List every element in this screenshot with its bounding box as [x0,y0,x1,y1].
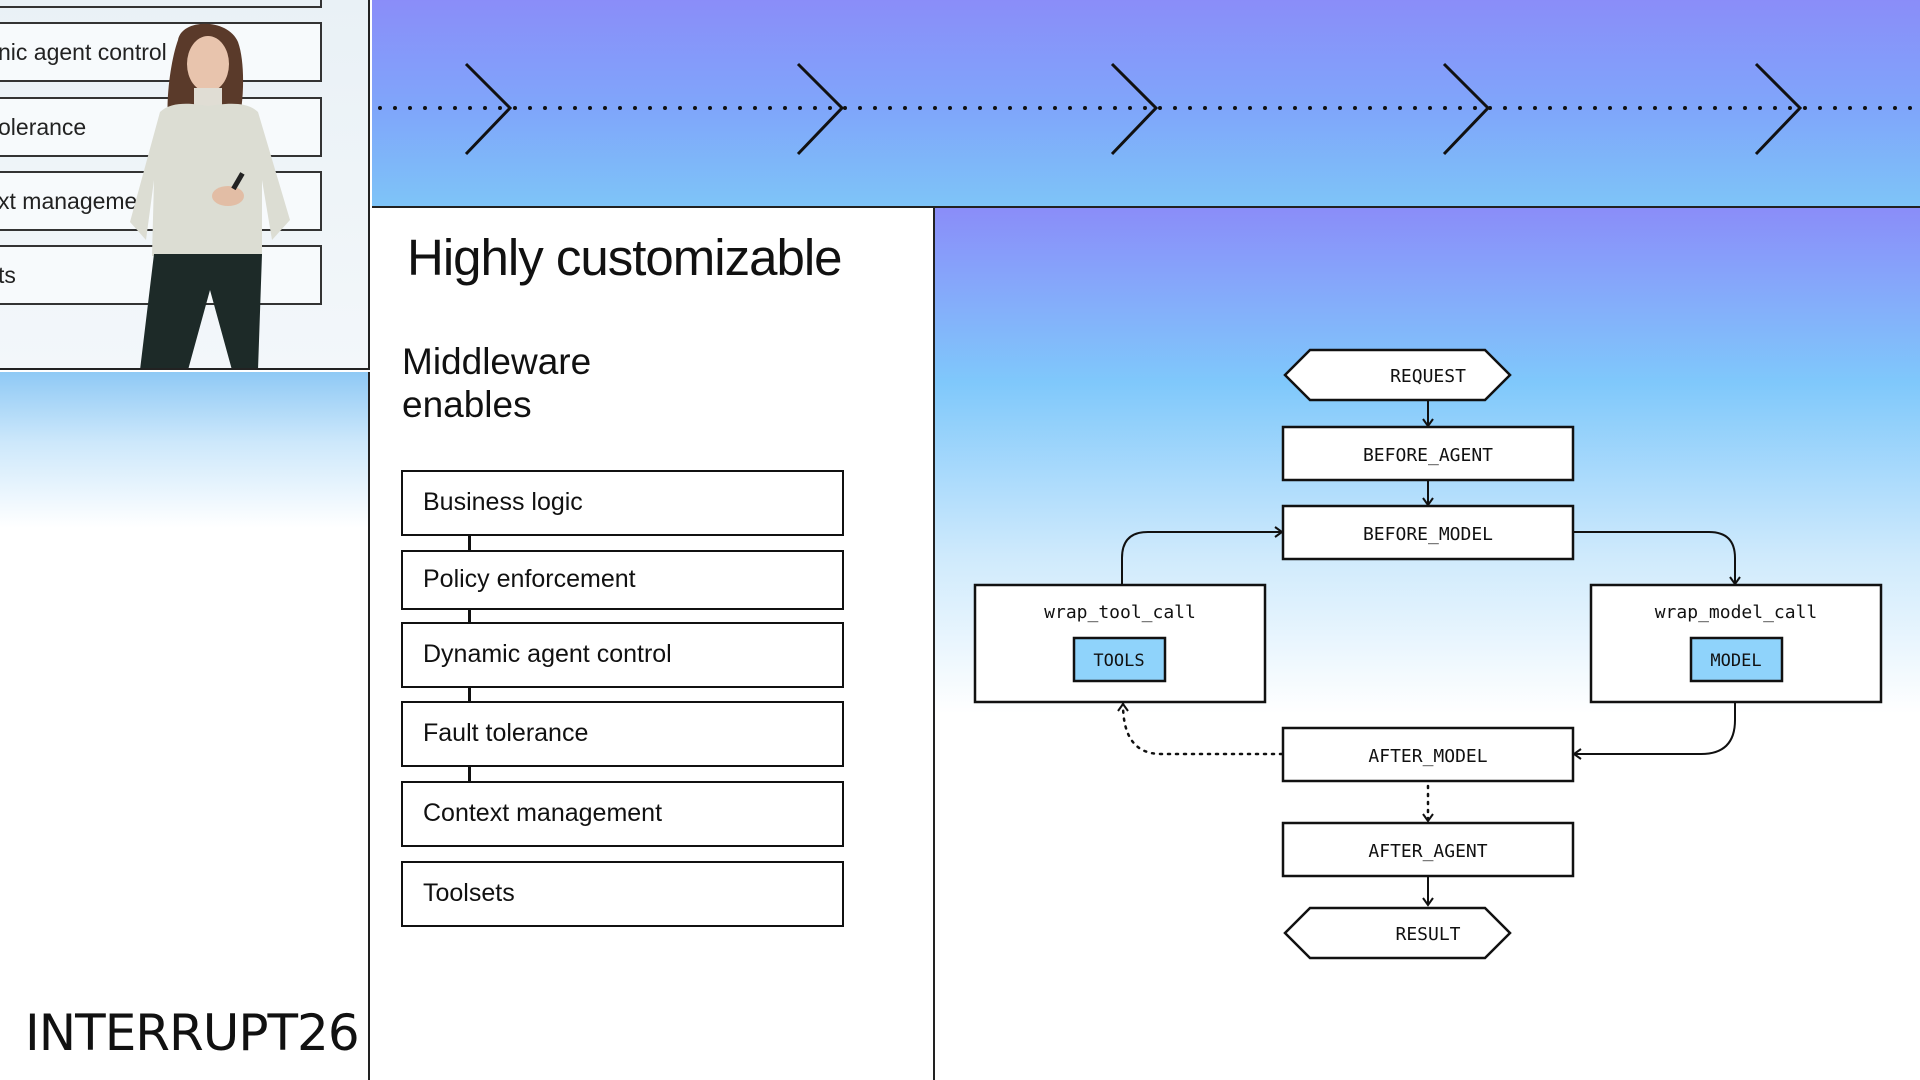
wrap-tool-call-label: wrap_tool_call [1044,602,1196,623]
conference-logo: INTERRUPT26 [25,1004,360,1062]
slide-title: Highly customizable [407,229,843,286]
before-model-label: BEFORE_MODEL [1363,524,1493,545]
model-badge [1689,636,1784,683]
progress-arrow-banner [372,0,1920,208]
chevron-right-icon [1754,62,1803,156]
tools-label: TOOLS [1093,651,1144,671]
wrap-model-call-label: wrap_model_call [1655,602,1818,623]
chevron-right-icon [1442,62,1491,156]
inset-slide-item: nic agent control [0,22,322,82]
wrap-model-call-node: wrap_model_call MODEL [1589,583,1883,704]
middleware-flow-diagram: REQUEST BEFORE_AGENT BEFORE_MODEL wrap_t… [935,208,1920,1080]
after-agent-label: AFTER_AGENT [1368,841,1487,862]
before-model-node: BEFORE_MODEL [1281,504,1575,561]
presenter-video-inset: nic agent control olerance xt manageme t… [0,0,370,370]
list-item-business-logic: Business logic [401,470,844,536]
chevron-right-icon [464,62,513,156]
left-sidebar-background [0,372,370,1080]
result-node: RESULT [1283,906,1512,960]
before-agent-label: BEFORE_AGENT [1363,445,1493,466]
list-item-context-management: Context management [401,781,844,847]
slide-text-panel: Highly customizable Middleware enables B… [372,208,935,1080]
result-label: RESULT [1395,924,1460,945]
chevron-right-icon [1110,62,1159,156]
list-item-dynamic-agent-control: Dynamic agent control [401,622,844,688]
request-label: REQUEST [1390,366,1466,387]
after-agent-node: AFTER_AGENT [1281,821,1575,878]
tools-badge [1072,636,1167,683]
request-node: REQUEST [1283,348,1512,402]
presenter-figure [130,23,290,368]
wrap-tool-call-node: wrap_tool_call TOOLS [973,583,1267,704]
list-item-policy-enforcement: Policy enforcement [401,550,844,610]
list-item-fault-tolerance: Fault tolerance [401,701,844,767]
after-model-node: AFTER_MODEL [1281,726,1575,783]
chevron-right-icon [796,62,845,156]
list-item-toolsets: Toolsets [401,861,844,927]
slide-subtitle: Middleware enables [402,341,592,425]
before-agent-node: BEFORE_AGENT [1281,425,1575,482]
model-label: MODEL [1710,651,1761,671]
after-model-label: AFTER_MODEL [1368,746,1487,767]
